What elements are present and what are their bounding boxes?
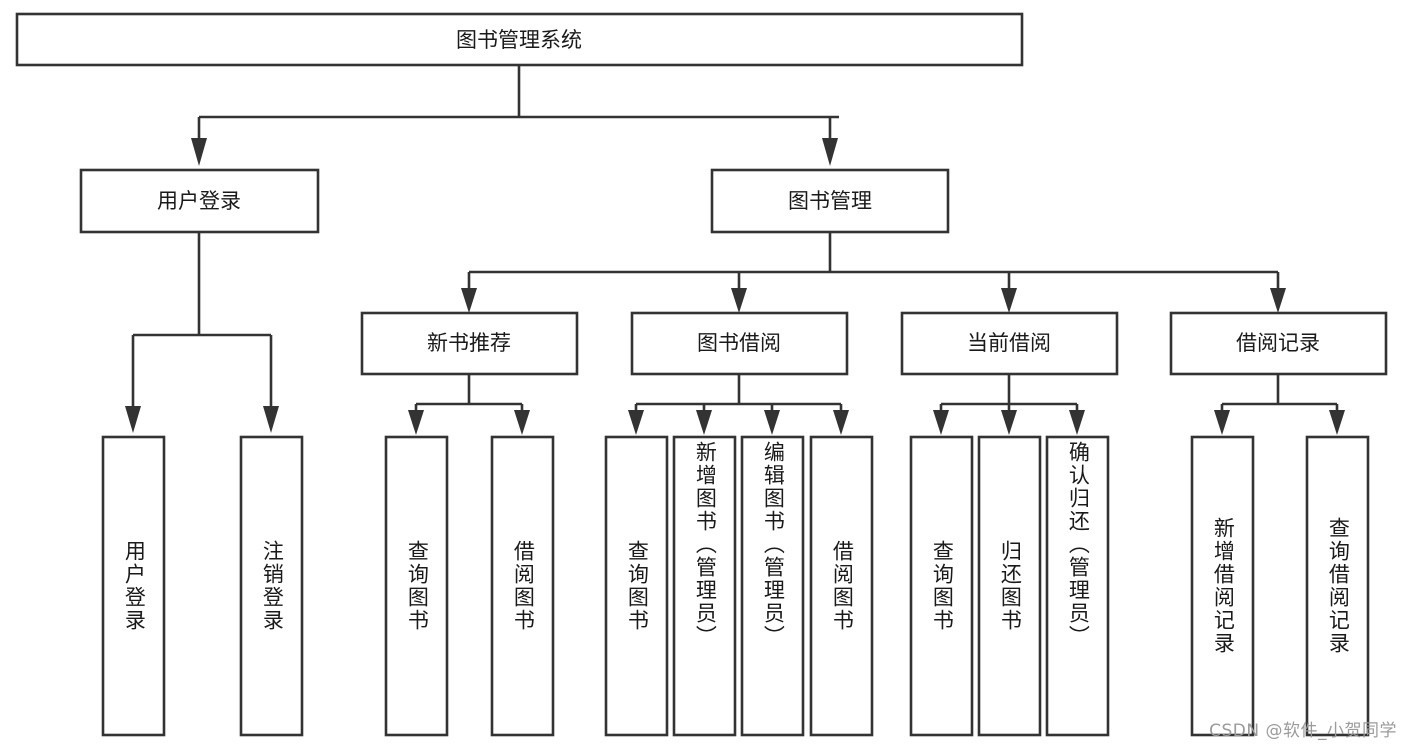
node-new-book-recommend[interactable]: 新书推荐 bbox=[360, 311, 579, 376]
arrowhead-leaf-logout bbox=[263, 406, 279, 433]
arrowhead-current-borrow bbox=[1001, 288, 1017, 313]
arrowhead-book-manage bbox=[822, 138, 838, 166]
node-book-borrow-label: 图书借阅 bbox=[697, 331, 781, 355]
arrowhead-leaf-query-book-2 bbox=[628, 410, 644, 435]
node-user-login-label: 用户登录 bbox=[157, 189, 241, 213]
edges-borrow-record-to-leaves bbox=[1214, 374, 1345, 435]
arrowhead-book-borrow bbox=[731, 288, 747, 313]
arrowhead-leaf-confirm-return bbox=[1069, 410, 1085, 435]
node-leaf-edit-book-box[interactable] bbox=[740, 435, 805, 737]
node-borrow-record[interactable]: 借阅记录 bbox=[1169, 311, 1388, 376]
edges-user-login-to-leaves bbox=[125, 232, 279, 433]
arrowhead-leaf-add-record bbox=[1214, 410, 1230, 435]
node-leaf-query-book-3-box[interactable] bbox=[909, 435, 974, 737]
node-leaf-borrow-book-1-box[interactable] bbox=[490, 435, 555, 737]
arrowhead-borrow-record bbox=[1270, 288, 1286, 313]
arrowhead-leaf-query-record bbox=[1329, 410, 1345, 435]
arrowhead-leaf-query-book-1 bbox=[408, 410, 424, 435]
arrowhead-leaf-query-book-3 bbox=[933, 410, 949, 435]
node-user-login[interactable]: 用户登录 bbox=[79, 168, 320, 234]
arrowhead-user-login bbox=[191, 138, 207, 166]
node-current-borrow-label: 当前借阅 bbox=[967, 331, 1051, 355]
node-leaf-query-book-1-box[interactable] bbox=[384, 435, 449, 737]
node-leaf-logout-box[interactable] bbox=[239, 435, 304, 737]
leaf-boxes bbox=[101, 435, 1370, 737]
edges-current-borrow-to-leaves bbox=[933, 374, 1085, 435]
node-root[interactable]: 图书管理系统 bbox=[15, 12, 1024, 67]
node-new-book-recommend-label: 新书推荐 bbox=[427, 331, 511, 355]
arrowhead-leaf-borrow-book-2 bbox=[833, 410, 849, 435]
arrowhead-leaf-borrow-book-1 bbox=[514, 410, 530, 435]
node-book-manage[interactable]: 图书管理 bbox=[710, 168, 950, 234]
node-leaf-confirm-return-box[interactable] bbox=[1045, 435, 1110, 737]
edges-book-manage-to-level3 bbox=[461, 232, 1286, 313]
edges-book-borrow-to-leaves bbox=[628, 374, 849, 435]
arrowhead-new-book-recommend bbox=[461, 288, 477, 313]
arrowhead-leaf-edit-book bbox=[764, 410, 780, 435]
arrowhead-leaf-return-book bbox=[1001, 410, 1017, 435]
node-root-box[interactable] bbox=[15, 12, 1024, 67]
node-user-login-box[interactable] bbox=[79, 168, 320, 234]
node-leaf-add-record-box[interactable] bbox=[1190, 435, 1255, 737]
node-book-manage-box[interactable] bbox=[710, 168, 950, 234]
node-leaf-query-book-2-box[interactable] bbox=[604, 435, 669, 737]
arrowhead-leaf-add-book bbox=[696, 410, 712, 435]
edges-new-book-recommend-to-leaves bbox=[408, 374, 530, 435]
node-book-borrow-box[interactable] bbox=[630, 311, 849, 376]
node-leaf-user-login-box[interactable] bbox=[101, 435, 166, 737]
node-leaf-add-book-box[interactable] bbox=[672, 435, 737, 737]
node-borrow-record-box[interactable] bbox=[1169, 311, 1388, 376]
edges-root-to-level2 bbox=[191, 65, 839, 166]
node-book-borrow[interactable]: 图书借阅 bbox=[630, 311, 849, 376]
node-leaf-return-book-box[interactable] bbox=[977, 435, 1042, 737]
arrowhead-leaf-user-login bbox=[125, 406, 141, 433]
node-root-label: 图书管理系统 bbox=[456, 28, 582, 52]
node-book-manage-label: 图书管理 bbox=[788, 189, 872, 213]
node-leaf-query-record-box[interactable] bbox=[1305, 435, 1370, 737]
node-leaf-borrow-book-2-box[interactable] bbox=[809, 435, 874, 737]
node-current-borrow[interactable]: 当前借阅 bbox=[900, 311, 1119, 376]
node-new-book-recommend-box[interactable] bbox=[360, 311, 579, 376]
node-borrow-record-label: 借阅记录 bbox=[1236, 331, 1320, 355]
node-current-borrow-box[interactable] bbox=[900, 311, 1119, 376]
